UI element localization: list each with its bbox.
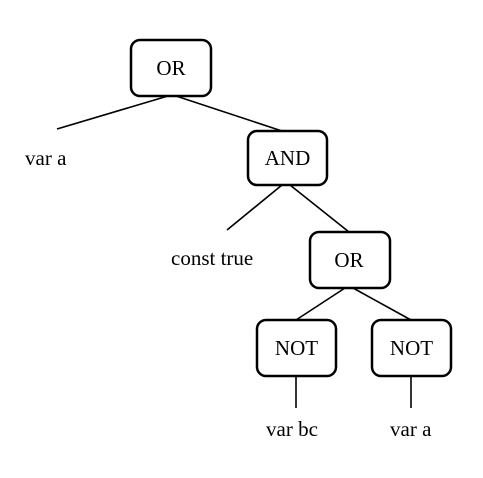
edge-and-to-inner-or (289, 184, 350, 233)
node-root-or-box (129, 38, 213, 98)
node-and-box (246, 129, 329, 187)
node-and: AND (246, 129, 329, 187)
node-root-or-label: OR (156, 56, 185, 80)
node-inner-or-label: OR (334, 248, 363, 272)
node-not-left: NOT (255, 318, 338, 378)
leaf-var-a-bottom: var a (390, 417, 432, 441)
leaf-var-bc: var bc (266, 417, 318, 441)
node-not-left-label: NOT (275, 336, 318, 360)
node-root-or: OR (129, 38, 213, 98)
node-not-right-label: NOT (390, 336, 433, 360)
leaf-var-a-top: var a (25, 146, 67, 170)
edge-and-to-const-true (226, 184, 283, 231)
node-not-left-box (255, 318, 338, 378)
node-inner-or-box (308, 230, 392, 290)
node-inner-or: OR (308, 230, 392, 290)
tree-edges (56, 95, 412, 408)
edge-or-to-and (175, 95, 283, 132)
leaf-const-true: const true (171, 246, 253, 270)
edge-inner-or-to-not-left (295, 287, 346, 321)
edge-inner-or-to-not-right (352, 287, 412, 321)
node-and-label: AND (265, 146, 311, 170)
edge-or-to-var-a (56, 95, 169, 130)
node-not-right-box (370, 318, 453, 378)
node-not-right: NOT (370, 318, 453, 378)
